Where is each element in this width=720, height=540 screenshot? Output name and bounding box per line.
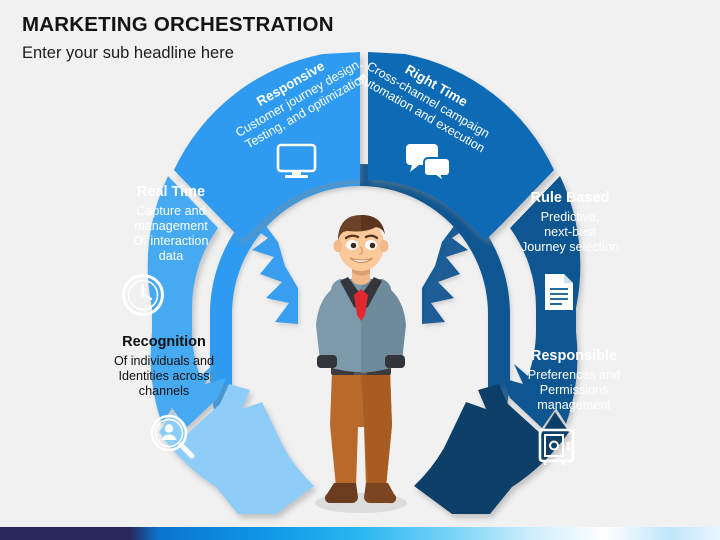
segment-responsible[interactable] [414,384,569,514]
bottom-gradient-bar [0,527,720,540]
segment-recognition-shape[interactable] [159,384,314,514]
header: MARKETING ORCHESTRATION Enter your sub h… [22,13,334,63]
chat-bubbles-icon [406,144,451,185]
segment-responsive-shape[interactable] [174,52,360,240]
segment-rule-based-shape[interactable] [502,176,581,428]
inner-chevron-right-1 [422,222,474,324]
segment-responsive[interactable] [174,52,360,240]
inner-ring-left [210,164,360,473]
segment-recognition[interactable] [159,384,314,514]
safe-vault-icon [538,428,575,465]
clock-icon [122,274,164,316]
inner-chevron-ring [210,164,510,473]
segment-responsible-shape[interactable] [414,384,569,514]
inner-chevron-left-1 [246,222,298,324]
segment-rule-based[interactable] [502,176,581,428]
user-search-icon [150,414,195,459]
inner-ring-right [360,164,510,473]
monitor-icon [276,143,317,178]
segment-right-time[interactable] [368,52,554,240]
businessman-character [286,215,436,515]
segment-real-time-shape[interactable] [147,176,226,428]
page-title: MARKETING ORCHESTRATION [22,13,334,36]
segment-real-time[interactable] [147,176,226,428]
document-icon [545,274,573,310]
segment-right-time-shape[interactable] [368,52,554,240]
page-subtitle: Enter your sub headline here [22,43,234,62]
